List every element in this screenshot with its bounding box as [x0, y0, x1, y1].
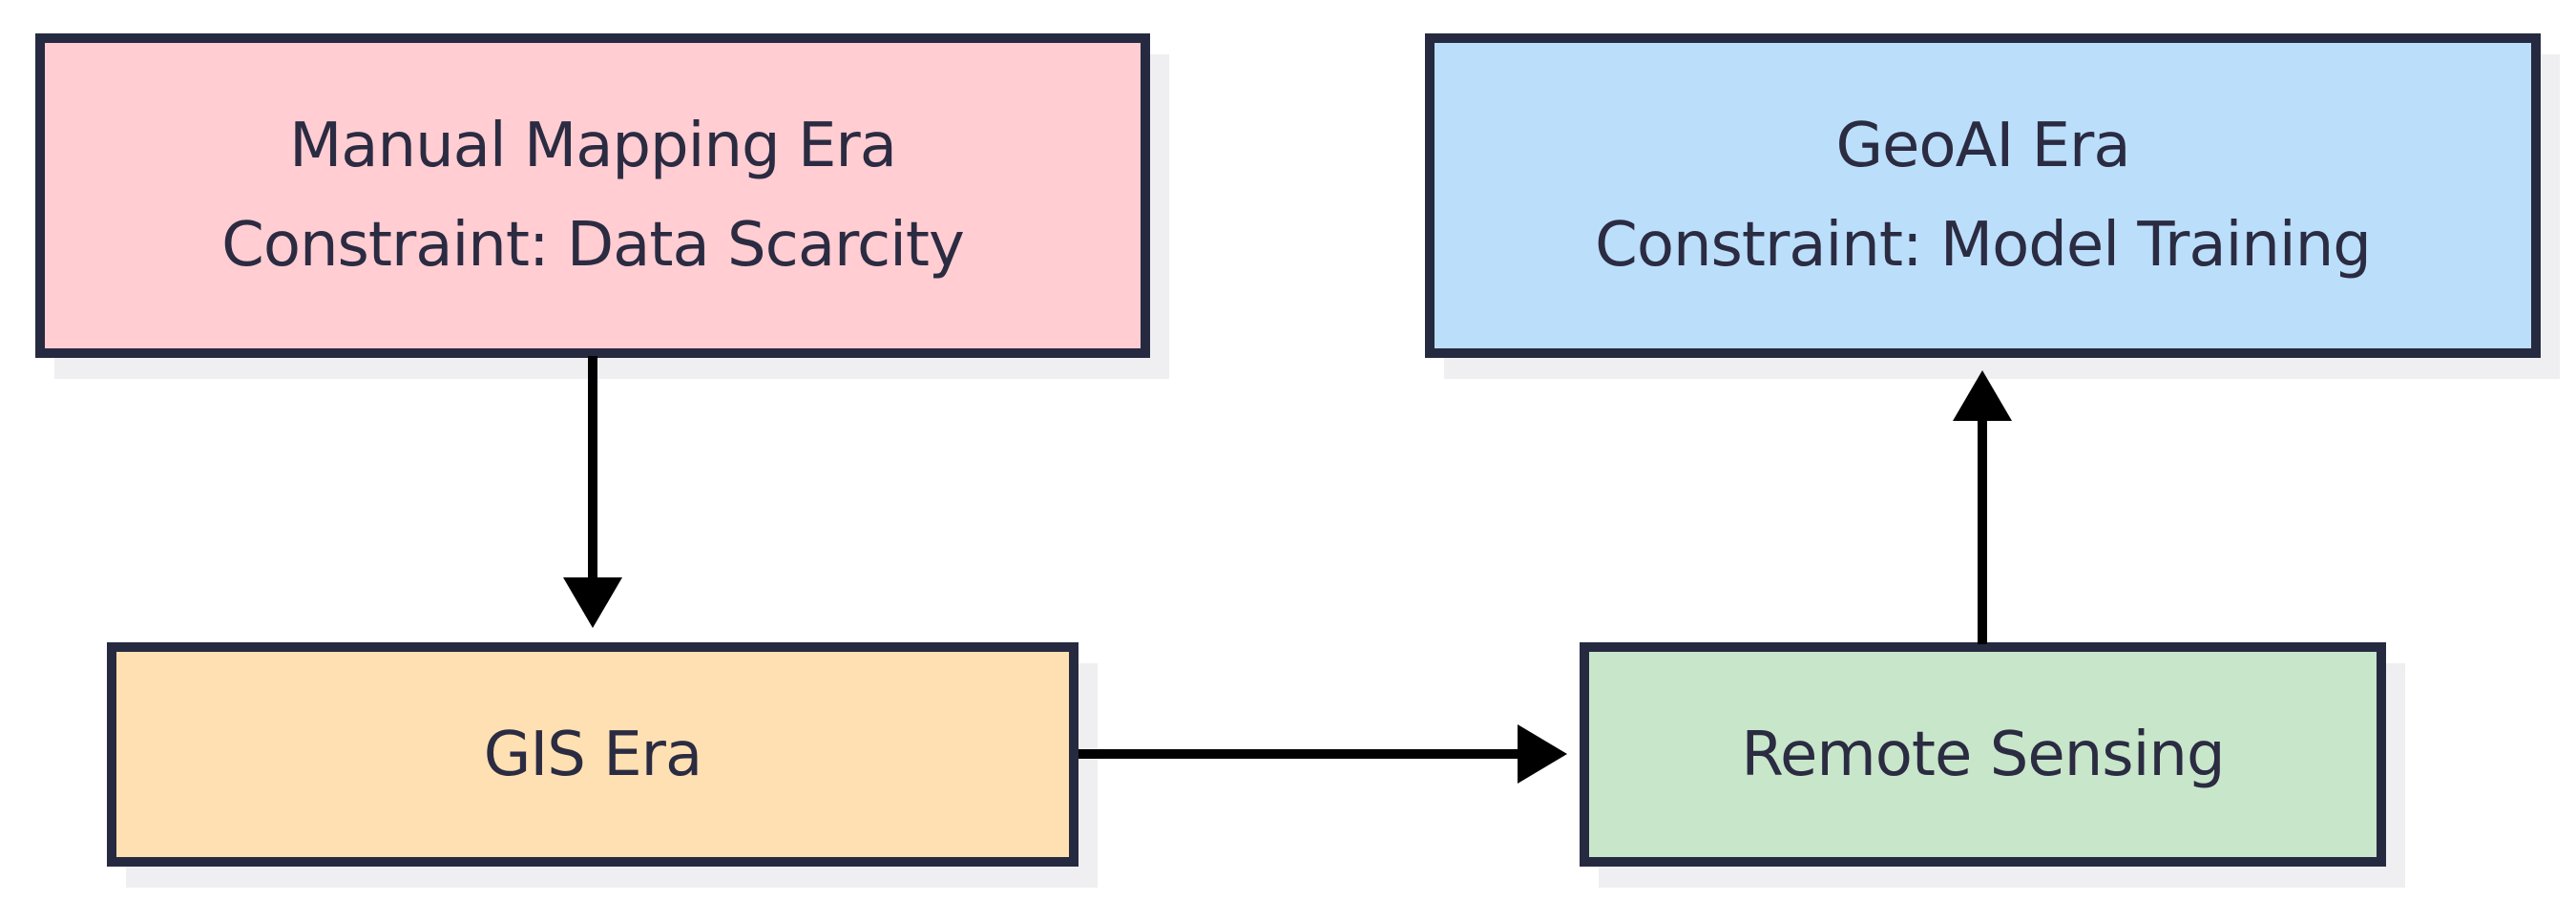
node-label-gis-era-0: GIS Era [483, 719, 702, 790]
node-gis-era: GIS Era [107, 642, 1079, 867]
node-remote-sensing: Remote Sensing [1580, 642, 2386, 867]
arrowhead-down-icon [563, 577, 622, 628]
node-label-geoai-era-1: Constraint: Model Training [1595, 210, 2372, 281]
node-label-manual-mapping-era-0: Manual Mapping Era [289, 111, 897, 181]
edge-manual-mapping-to-gis-line [588, 356, 597, 580]
node-label-manual-mapping-era-1: Constraint: Data Scarcity [221, 210, 965, 281]
arrowhead-up-icon [1953, 370, 2012, 421]
node-label-remote-sensing-0: Remote Sensing [1741, 719, 2225, 790]
edge-gis-to-remote-sensing-line [1079, 749, 1519, 759]
edge-remote-sensing-to-geoai-line [1978, 420, 1987, 644]
arrowhead-right-icon [1518, 724, 1567, 784]
node-label-geoai-era-0: GeoAI Era [1835, 111, 2130, 181]
